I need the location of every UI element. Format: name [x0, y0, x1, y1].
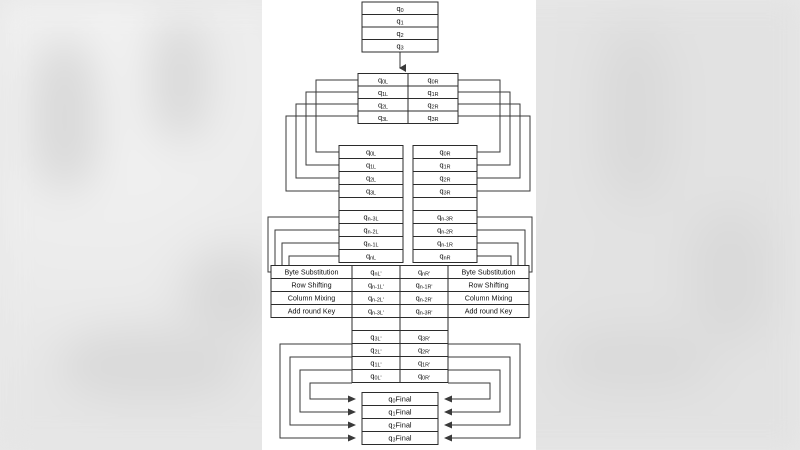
wires-transformed-left-to-output — [279, 343, 356, 442]
left-stack-label: q1L — [366, 160, 376, 170]
right-stack: q0R q1R q2R q3R qn-3R qn-2R qn-1R qnR — [412, 145, 478, 263]
round-op-right-label: Column Mixing — [465, 293, 513, 302]
wires-split-to-left-stack — [285, 79, 358, 192]
left-stack: q0L q1L q2L q3L qn-3L qn-2L qn-1L qnL — [338, 145, 404, 263]
round-op-left-label: Byte Substitution — [285, 267, 339, 276]
transformed-block: qnL' qn-1L' qn-2L' qn-3L' q3L' q2L' q1L'… — [351, 265, 449, 383]
round-op-left-label: Add round Key — [288, 306, 336, 315]
left-stack-label: q2L — [366, 173, 376, 183]
split-row-left-label: q2L — [378, 100, 388, 110]
wires-transformed-right-to-output — [444, 343, 521, 442]
transformed-row-right-gap — [399, 317, 449, 331]
right-stack-row-gap — [412, 197, 478, 211]
input-row-label: q1 — [396, 16, 403, 26]
transformed-right-label: qn-2R' — [416, 293, 433, 303]
transformed-left-label: qn-1L' — [368, 280, 384, 290]
transformed-right-label: qnR' — [418, 267, 430, 277]
transformed-right-label: q3R' — [418, 332, 430, 342]
left-stack-label: qn-2L — [364, 225, 379, 235]
right-stack-label: q0R — [439, 147, 450, 157]
transformed-row-left-gap — [351, 317, 401, 331]
right-stack-label: q2R — [439, 173, 450, 183]
left-stack-row-gap — [338, 197, 404, 211]
output-row-label: q1Final — [388, 407, 412, 417]
input-row-label: q0 — [396, 4, 403, 14]
transformed-right-label: qn-3R' — [416, 306, 433, 316]
input-row-label: q3 — [396, 41, 403, 51]
round-op-right-label: Row Shifting — [468, 280, 508, 289]
transformed-right-label: q2R' — [418, 345, 430, 355]
round-op-left-label: Row Shifting — [291, 280, 331, 289]
transformed-left-label: q0L' — [370, 371, 381, 381]
transformed-left-label: q1L' — [370, 358, 381, 368]
transformed-right-label: q1R' — [418, 358, 430, 368]
round-op-left-label: Column Mixing — [288, 293, 336, 302]
round-operations-left: Byte Substitution Row Shifting Column Mi… — [270, 265, 353, 318]
right-stack-label: qn-1R — [437, 238, 453, 248]
left-stack-label: qn-3L — [364, 212, 379, 222]
right-stack-label: q1R — [439, 160, 450, 170]
right-stack-label: qnR — [439, 251, 450, 261]
left-stack-row — [338, 249, 404, 263]
input-row-label: q2 — [396, 29, 403, 39]
output-row-label: q3Final — [388, 433, 412, 443]
round-op-right-label: Add round Key — [465, 306, 513, 315]
transformed-right-label: q0R' — [418, 371, 430, 381]
input-row — [361, 39, 439, 53]
right-stack-row — [412, 249, 478, 263]
right-stack-label: q3R — [439, 186, 450, 196]
output-row — [361, 431, 439, 445]
left-stack-label: q3L — [366, 186, 376, 196]
left-stack-label: qn-1L — [364, 238, 379, 248]
right-stack-label: qn-3R — [437, 212, 453, 222]
transformed-left-label: qn-2L' — [368, 293, 384, 303]
split-block: q0L q1L q2L q3L q0R q1R q2R q3R — [357, 73, 459, 124]
output-block: q0Final q1Final q2Final q3Final — [361, 392, 439, 445]
split-row-left-label: q3L — [378, 113, 388, 123]
output-row-label: q0Final — [388, 394, 412, 404]
split-row-left-label: q0L — [378, 75, 388, 85]
round-operations-right: Byte Substitution Row Shifting Column Mi… — [447, 265, 530, 318]
transformed-row-right — [399, 369, 449, 383]
transformed-left-label: q3L' — [370, 332, 381, 342]
round-op-right-label: Byte Substitution — [462, 267, 516, 276]
split-row-right-label: q0R — [427, 75, 438, 85]
left-stack-label: q0L — [366, 147, 376, 157]
transformed-left-label: q2L' — [370, 345, 381, 355]
split-row-right — [407, 110, 459, 124]
wires-split-to-right-stack — [458, 79, 531, 192]
input-block: q0 q1 q2 q3 — [361, 1, 439, 53]
output-row-label: q2Final — [388, 420, 412, 430]
split-row-right-label: q1R — [427, 88, 438, 98]
left-stack-label: qnL — [366, 251, 376, 261]
split-row-right-label: q3R — [427, 113, 438, 123]
split-row-left-label: q1L — [378, 88, 388, 98]
transformed-left-label: qn-3L' — [368, 306, 384, 316]
transformed-left-label: qnL' — [370, 267, 381, 277]
transformed-right-label: qn-1R' — [416, 280, 433, 290]
right-stack-label: qn-2R — [437, 225, 453, 235]
split-row-right-label: q2R — [427, 100, 438, 110]
